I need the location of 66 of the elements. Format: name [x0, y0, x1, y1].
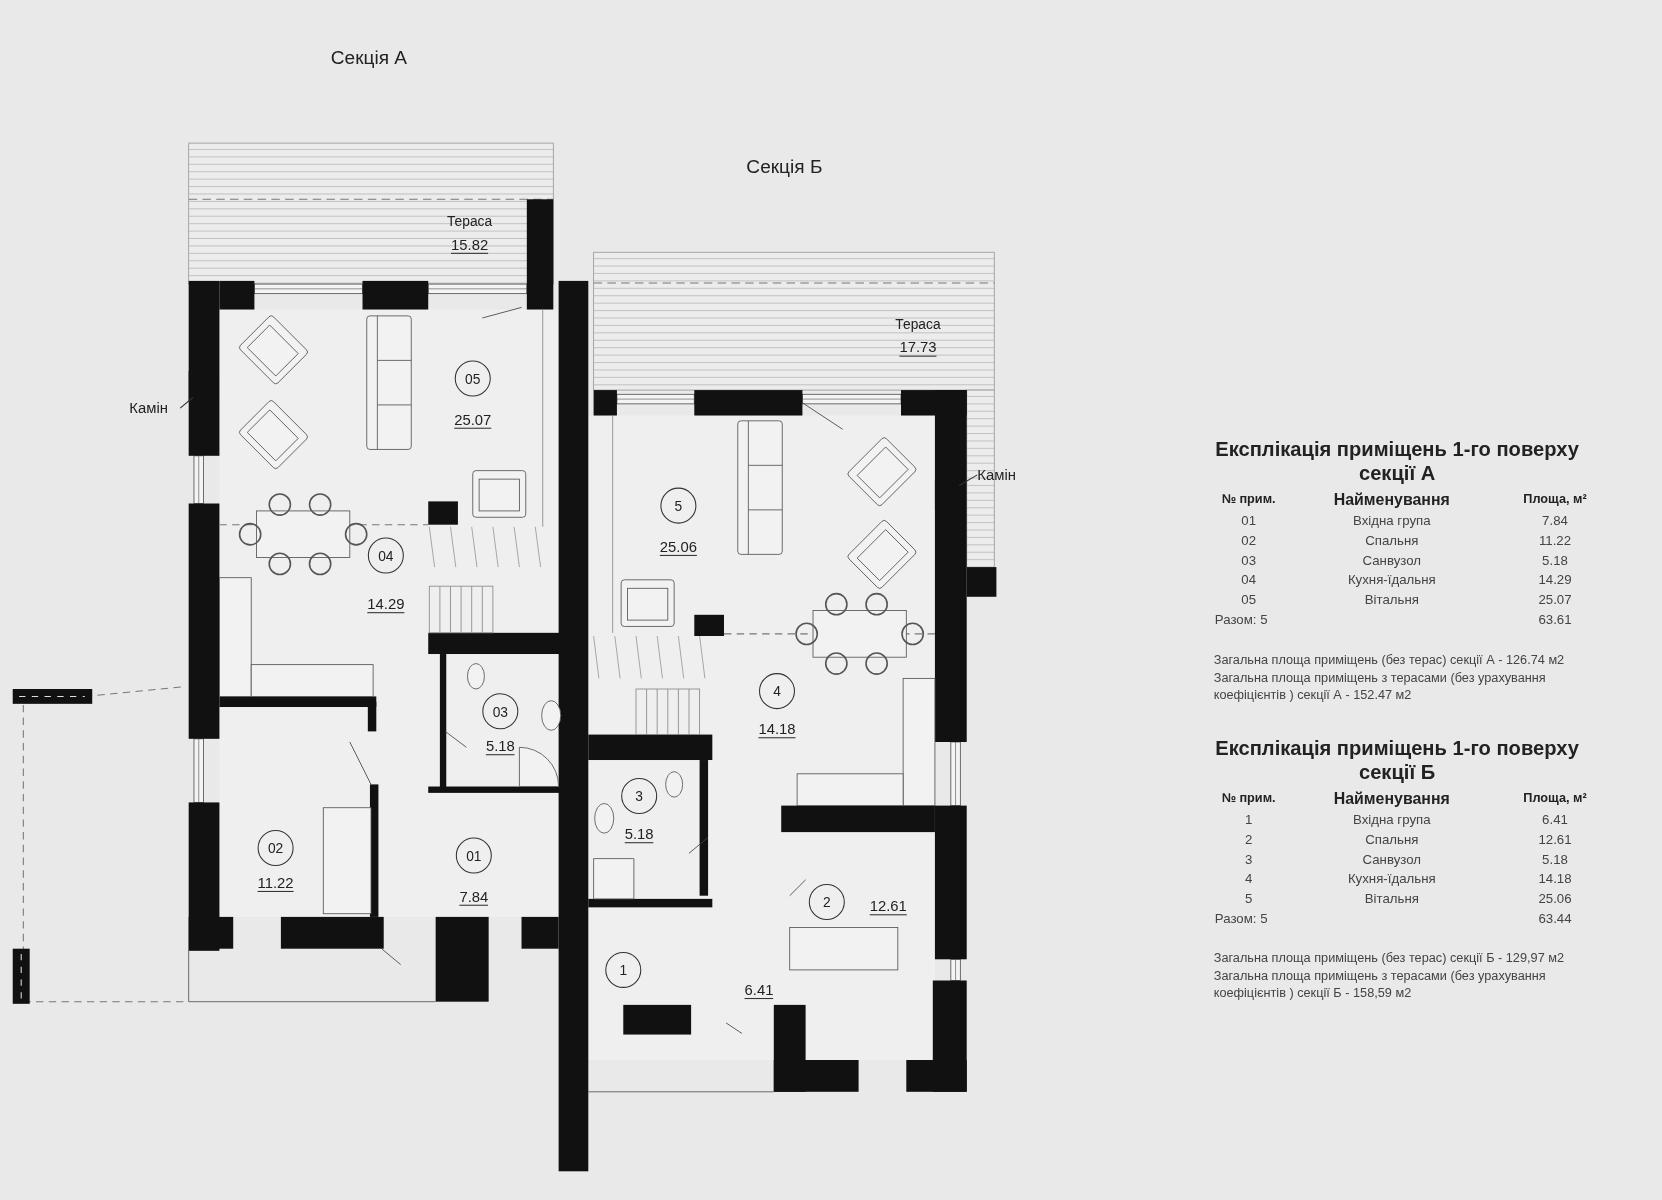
room-area: 7.84	[459, 887, 489, 906]
column-header: Площа, м²	[1523, 790, 1587, 806]
column-header: Площа, м²	[1523, 491, 1587, 507]
table-cell: 6.41	[1542, 811, 1568, 827]
total-label: Разом: 5	[1214, 911, 1268, 927]
table-cell: 5.18	[1542, 552, 1568, 568]
room-area: 14.18	[758, 720, 796, 739]
room-area: 5.18	[624, 825, 654, 844]
column-header: № прим.	[1221, 491, 1276, 507]
room-area: 25.06	[659, 537, 697, 556]
area-note: Загальна площа приміщень з терасами (без урахування коефіцієнтів ) секції А - 152.47 м2	[1213, 668, 1547, 703]
table-title: Експлікація приміщень 1-го поверху секції Б	[1214, 735, 1580, 785]
table-cell: Кухня-їдальня	[1347, 572, 1436, 588]
section-title: Секція Б	[746, 156, 823, 179]
table-cell: 01	[1241, 513, 1257, 528]
column-header: Найменування	[1333, 789, 1450, 808]
table-cell: 1	[1245, 811, 1253, 827]
column-header: Найменування	[1333, 490, 1450, 509]
table-cell: 63.44	[1538, 911, 1572, 927]
table-cell: 05	[1241, 592, 1257, 608]
table-cell: Вітальня	[1364, 592, 1419, 608]
total-label: Разом: 5	[1214, 612, 1268, 628]
table-cell: 7.84	[1542, 513, 1568, 528]
table-cell: Вхідна група	[1353, 513, 1431, 528]
fireplace-label: Камін	[977, 465, 1016, 485]
column-header: № прим.	[1221, 790, 1276, 806]
table-cell: 11.22	[1538, 532, 1572, 548]
table-cell: 3	[1245, 851, 1253, 867]
fireplace-label: Камін	[129, 398, 168, 418]
table-cell: Вітальня	[1364, 891, 1419, 907]
table-cell: Санвузол	[1362, 851, 1422, 867]
table-cell: 25.06	[1538, 891, 1572, 907]
area-note: Загальна площа приміщень (без терас) секції А - 126.74 м2	[1213, 650, 1566, 668]
area-note: Загальна площа приміщень з терасами (без урахування коефіцієнтів ) секції Б - 158,59 м2	[1213, 967, 1547, 1002]
table-cell: Санвузол	[1362, 552, 1422, 568]
table-cell: 12.61	[1538, 831, 1572, 847]
table-cell: 63.61	[1538, 612, 1572, 628]
room-area: 14.29	[367, 595, 405, 614]
table-cell: 4	[1245, 871, 1253, 887]
table-cell: 02	[1241, 532, 1257, 548]
table-cell: 04	[1241, 572, 1257, 588]
room-area: 12.61	[869, 897, 907, 916]
terrace-label: Тераса	[895, 316, 941, 333]
table-cell: Вхідна група	[1353, 811, 1431, 827]
table-cell: Спальня	[1365, 532, 1419, 548]
section-title: Секція А	[330, 47, 407, 70]
table-cell: 14.29	[1538, 572, 1572, 588]
room-area: 11.22	[257, 873, 294, 892]
leader-line	[179, 396, 194, 409]
table-cell: 25.07	[1538, 592, 1572, 608]
terrace-area: 17.73	[899, 338, 937, 357]
table-cell: Кухня-їдальня	[1347, 871, 1436, 887]
table-cell: 5.18	[1542, 851, 1568, 867]
table-title: Експлікація приміщень 1-го поверху секції А	[1214, 436, 1580, 486]
table-cell: 03	[1241, 552, 1257, 568]
terrace-area: 15.82	[451, 235, 489, 254]
table-cell: 2	[1245, 831, 1253, 847]
room-area: 6.41	[744, 981, 774, 1000]
area-note: Загальна площа приміщень (без терас) секції Б - 129,97 м2	[1213, 949, 1566, 967]
room-area: 25.07	[454, 410, 492, 429]
terrace-label: Тераса	[447, 213, 493, 230]
leader-line	[958, 474, 978, 486]
room-area: 5.18	[485, 737, 515, 756]
table-cell: 14.18	[1538, 871, 1572, 887]
table-cell: Спальня	[1365, 831, 1419, 847]
table-cell: 5	[1245, 891, 1253, 907]
